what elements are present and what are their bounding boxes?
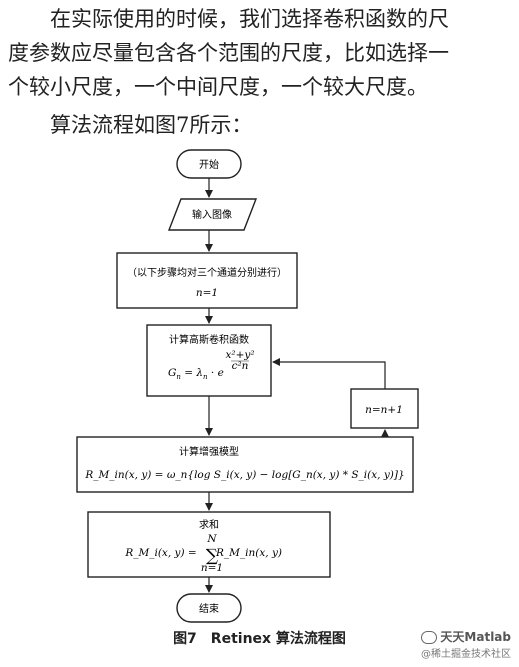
sum-symbol: ∑	[206, 546, 218, 566]
input-label: 输入图像	[192, 208, 232, 221]
intro-paragraph: 在实际使用的时候，我们选择卷积函数的尺 度参数应尽量包含各个范围的尺度，比如选择…	[8, 2, 508, 104]
sum-node: 求和 R_M_i(x, y) = N ∑ n=1 R_M_in(x, y)	[87, 511, 331, 578]
start-label: 开始	[199, 158, 219, 171]
intro-line-3: 个较小尺度，一个中间尺度，一个较大尺度。	[8, 75, 428, 99]
enhance-node: 计算增强模型 R_M_in(x, y) = ω_n{log S_i(x, y) …	[76, 436, 414, 493]
gauss-node: 计算高斯卷积函数 Gn = λn · e x²+y² c²n	[146, 324, 272, 397]
intro-line-1-text: 在实际使用的时候，我们选择卷积函数的尺	[50, 7, 449, 31]
loop-init: n=1	[196, 287, 218, 299]
end-terminal: 结束	[176, 593, 242, 623]
enhance-title: 计算增强模型	[179, 445, 239, 458]
end-label: 结束	[199, 602, 219, 615]
sum-upper: N	[206, 533, 217, 545]
increment-label: n=n+1	[365, 404, 403, 416]
gauss-title: 计算高斯卷积函数	[169, 333, 249, 346]
loop-note: （以下步骤均对三个通道分别进行）	[127, 266, 287, 279]
intro-line-1: 在实际使用的时候，我们选择卷积函数的尺	[8, 2, 508, 36]
wechat-icon	[421, 631, 438, 644]
sum-title: 求和	[199, 519, 219, 531]
watermark-sub: @稀土掘金技术社区	[421, 649, 511, 660]
intro-line-2: 度参数应尽量包含各个范围的尺度，比如选择一	[8, 41, 449, 65]
increment-node: n=n+1	[350, 388, 419, 429]
sum-lower: n=1	[201, 562, 223, 574]
flow-intro-paragraph: 算法流程如图7所示：	[8, 108, 508, 142]
flow-intro-text: 算法流程如图7所示：	[50, 113, 253, 137]
enhance-formula: R_M_in(x, y) = ω_n{log S_i(x, y) − log[G…	[84, 469, 404, 481]
figure-caption: 图7 Retinex 算法流程图	[173, 631, 346, 647]
sum-right: R_M_in(x, y)	[215, 547, 282, 559]
watermark-name: 天天Matlab	[440, 630, 511, 644]
arrow-increment-gauss	[272, 358, 386, 389]
gauss-exp-den: c²n	[232, 360, 249, 372]
gauss-formula: Gn = λn · e	[168, 367, 224, 381]
input-node: 输入图像	[167, 198, 258, 231]
watermark-name-row: 天天Matlab	[421, 628, 511, 645]
sum-left: R_M_i(x, y) =	[124, 547, 196, 559]
start-terminal: 开始	[176, 149, 242, 179]
loop-init-node: （以下步骤均对三个通道分别进行） n=1	[116, 252, 298, 309]
gauss-exp-num: x²+y²	[225, 349, 254, 361]
watermark: 天天Matlab @稀土掘金技术社区	[421, 628, 511, 660]
